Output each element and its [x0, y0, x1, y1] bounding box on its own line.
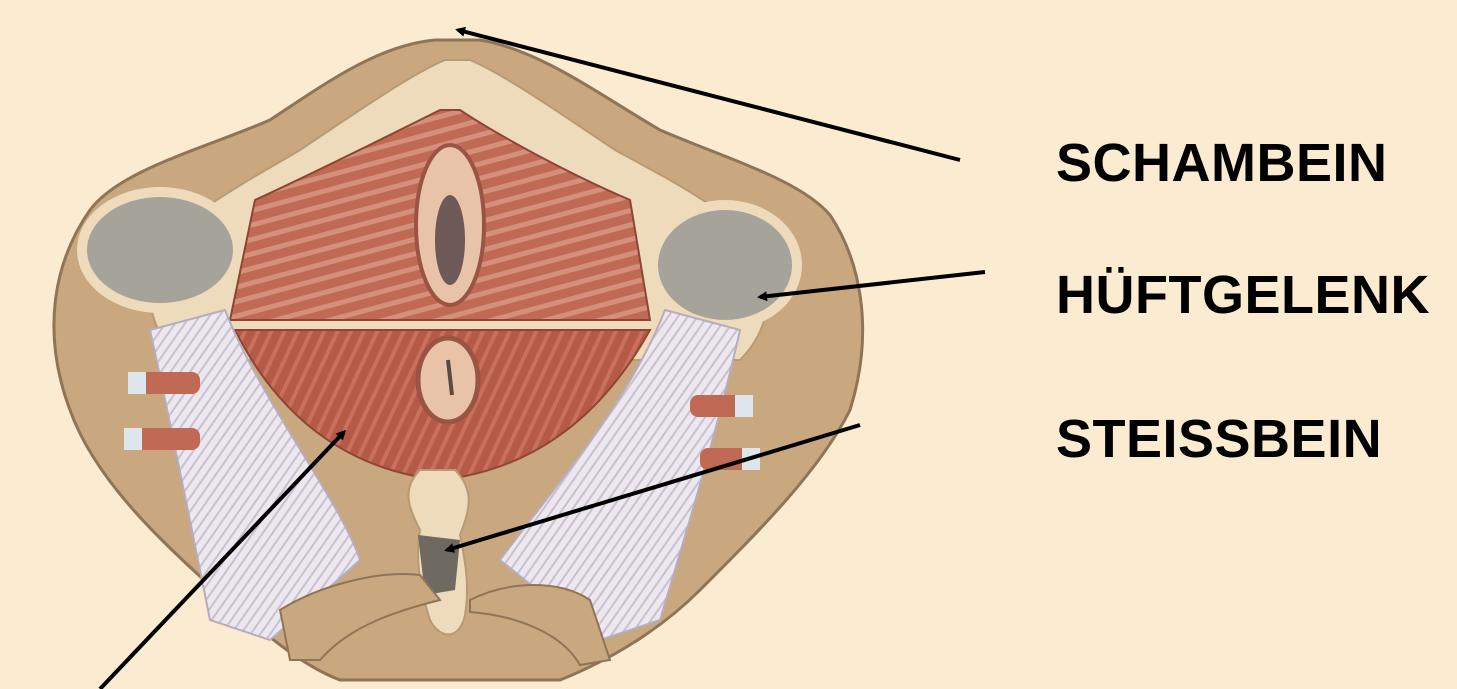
pelvis-illustration	[54, 40, 863, 680]
label-coccyx: STEISSBEIN	[1056, 412, 1382, 466]
left-tendon-2	[124, 428, 142, 450]
right-tendon-1	[735, 395, 753, 417]
right-hip-socket	[653, 205, 797, 325]
anal-opening	[418, 338, 478, 422]
left-tendon-1	[128, 372, 146, 394]
label-pubic-bone: SCHAMBEIN	[1056, 136, 1388, 190]
left-hip-socket	[82, 192, 238, 308]
label-column: SCHAMBEIN HÜFTGELENK STEISSBEIN	[1056, 0, 1456, 689]
urogenital-inner	[435, 195, 465, 285]
label-hip-joint: HÜFTGELENK	[1056, 268, 1430, 322]
